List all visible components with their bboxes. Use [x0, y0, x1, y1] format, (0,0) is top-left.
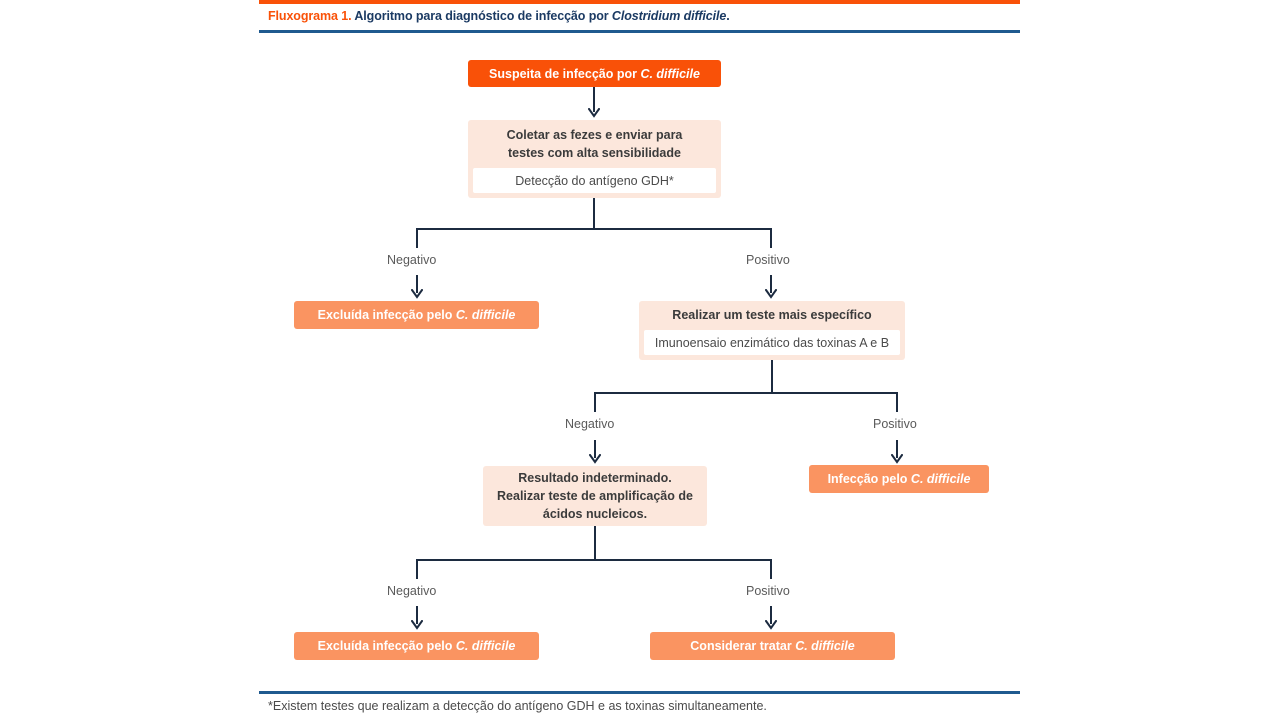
arrowhead-split3-right: [765, 620, 777, 630]
figure-title: Fluxograma 1. Algoritmo para diagnóstico…: [268, 9, 1028, 23]
connector-collect-stem: [593, 198, 595, 228]
footer-divider-rule: [259, 691, 1020, 694]
connector-split3-bar: [416, 559, 772, 561]
arrowhead-split1-left: [411, 289, 423, 299]
node-consider-treatment-label: Considerar tratar C. difficile: [690, 639, 854, 653]
node-consider-treatment-text: Considerar tratar: [690, 639, 796, 653]
node-suspected-infection-species: C. difficile: [640, 66, 700, 81]
footnote-text: *Existem testes que realizam a detecção …: [268, 699, 767, 713]
connector-split1-left-arm: [416, 228, 418, 248]
node-excluded-infection-2: Excluída infecção pelo C. difficile: [294, 632, 539, 660]
arrowhead-start-to-collect: [588, 108, 600, 118]
node-excluded-infection-1-text: Excluída infecção pelo: [317, 308, 456, 322]
node-excluded-infection-1-species: C. difficile: [455, 308, 516, 322]
figure-label: Fluxograma 1.: [268, 9, 352, 23]
node-collect-stool-line2: testes com alta sensibilidade: [507, 146, 681, 160]
connector-split1-right-arm: [770, 228, 772, 248]
connector-specific-test-stem: [771, 360, 773, 392]
connector-split3-left-down: [416, 606, 418, 624]
edge-label-negative-3: Negativo: [387, 584, 437, 598]
node-excluded-infection-1-label: Excluída infecção pelo C. difficile: [318, 308, 516, 322]
node-excluded-infection-2-label: Excluída infecção pelo C. difficile: [318, 639, 516, 653]
node-confirmed-infection-label: Infecção pelo C. difficile: [828, 472, 971, 486]
connector-split2-left-arm: [594, 392, 596, 412]
connector-split1-bar: [416, 228, 772, 230]
node-indeterminate-result: Resultado indeterminado. Realizar teste …: [483, 466, 707, 526]
node-specific-test-subtest: Imunoensaio enzimático das toxinas A e B: [644, 330, 900, 355]
figure-title-text-2: .: [726, 9, 730, 23]
node-excluded-infection-1: Excluída infecção pelo C. difficile: [294, 301, 539, 329]
edge-label-positive-1: Positivo: [746, 253, 790, 267]
node-indeterminate-line3: ácidos nucleicos.: [542, 507, 648, 522]
node-specific-test-head: Realizar um teste mais específico: [672, 308, 872, 323]
node-indeterminate-line2: Realizar teste de amplificação de: [497, 488, 693, 503]
node-confirmed-infection: Infecção pelo C. difficile: [809, 465, 989, 493]
connector-split3-left-arm: [416, 559, 418, 579]
connector-split3-right-down: [770, 606, 772, 624]
node-specific-test: Realizar um teste mais específico Imunoe…: [639, 301, 905, 360]
title-divider-rule: [259, 30, 1020, 33]
node-collect-stool: Coletar as fezes e enviar para testes co…: [468, 120, 721, 198]
connector-split2-right-down: [896, 440, 898, 458]
top-accent-rule: [259, 0, 1020, 4]
node-excluded-infection-2-text: Excluída infecção pelo: [317, 639, 456, 653]
connector-split2-bar: [594, 392, 898, 394]
node-confirmed-infection-species: C. difficile: [910, 472, 971, 486]
node-suspected-infection-text: Suspeita de infecção por: [489, 66, 641, 81]
node-confirmed-infection-text: Infecção pelo: [827, 472, 911, 486]
connector-indeterminate-stem: [594, 526, 596, 559]
arrowhead-split2-right: [891, 454, 903, 464]
node-suspected-infection-label: Suspeita de infecção por C. difficile: [489, 67, 700, 81]
connector-split1-right-down: [770, 275, 772, 293]
connector-split1-left-down: [416, 275, 418, 293]
edge-label-positive-3: Positivo: [746, 584, 790, 598]
arrowhead-split2-left: [589, 454, 601, 464]
arrowhead-split3-left: [411, 620, 423, 630]
node-consider-treatment: Considerar tratar C. difficile: [650, 632, 895, 660]
arrowhead-split1-right: [765, 289, 777, 299]
edge-label-positive-2: Positivo: [873, 417, 917, 431]
figure-title-species: Clostridium difficile: [611, 9, 727, 23]
node-consider-treatment-species: C. difficile: [795, 639, 855, 653]
node-collect-stool-subtest: Detecção do antígeno GDH*: [473, 168, 716, 193]
connector-split2-left-down: [594, 440, 596, 458]
connector-start-to-collect: [593, 87, 595, 112]
node-suspected-infection: Suspeita de infecção por C. difficile: [468, 60, 721, 87]
node-indeterminate-line1: Resultado indeterminado.: [518, 470, 672, 485]
node-collect-stool-head: Coletar as fezes e enviar para testes co…: [468, 120, 721, 168]
connector-split3-right-arm: [770, 559, 772, 579]
node-excluded-infection-2-species: C. difficile: [455, 639, 516, 653]
edge-label-negative-2: Negativo: [565, 417, 615, 431]
node-collect-stool-line1: Coletar as fezes e enviar para: [506, 127, 683, 142]
connector-split2-right-arm: [896, 392, 898, 412]
node-indeterminate-result-label: Resultado indeterminado. Realizar teste …: [497, 469, 693, 523]
edge-label-negative-1: Negativo: [387, 253, 437, 267]
figure-title-text-1: Algoritmo para diagnóstico de infecção p…: [351, 9, 612, 23]
